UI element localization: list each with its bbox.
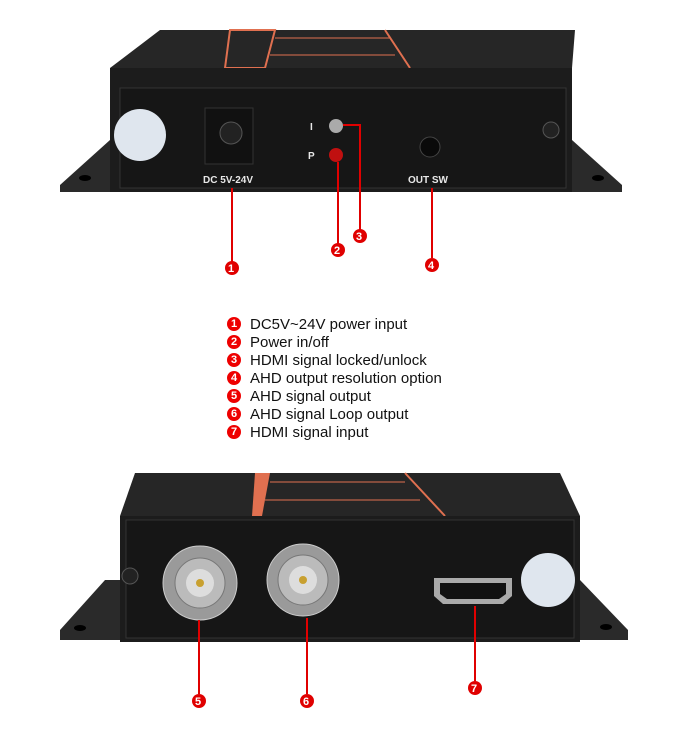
led-i-label: I [310,122,313,133]
svg-text:4: 4 [428,260,435,272]
legend-item: 1 DC5V~24V power input [227,315,442,333]
legend-number: 6 [227,407,241,421]
legend-text: HDMI signal locked/unlock [250,351,427,369]
screw-icon [542,121,560,139]
device-front-panel: DC 5V-24V I P OUT SW [60,29,622,192]
legend-text: HDMI signal input [250,423,369,441]
led-p-label: P [308,151,315,162]
legend-text: Power in/off [250,333,329,351]
callout-markers-top: 1 2 3 4 [225,229,439,275]
legend-item: 3 HDMI signal locked/unlock [227,351,442,369]
legend-number: 3 [227,353,241,367]
svg-text:1: 1 [228,263,234,275]
svg-text:6: 6 [303,696,309,708]
screw-icon [121,567,139,585]
legend-item: 7 HDMI signal input [227,423,442,441]
hdmi-input-port[interactable] [434,578,512,604]
out-sw-button[interactable] [419,136,441,158]
legend-number: 7 [227,425,241,439]
legend-text: AHD output resolution option [250,369,442,387]
callout-markers-bottom: 5 6 7 [192,681,482,708]
legend-text: DC5V~24V power input [250,315,408,333]
legend-text: AHD signal output [250,387,371,405]
callout-lines-bottom [198,606,476,694]
device-rear-panel [60,472,628,642]
legend-item: 6 AHD signal Loop output [227,405,442,423]
switch-label: OUT SW [408,175,449,186]
legend-text: AHD signal Loop output [250,405,409,423]
legend-number: 1 [227,317,241,331]
svg-text:5: 5 [195,696,201,708]
bnc-output-connector[interactable] [162,545,238,621]
led-p [329,148,343,162]
legend-number: 4 [227,371,241,385]
sticker [114,109,166,161]
legend-number: 2 [227,335,241,349]
svg-text:3: 3 [356,231,362,243]
legend-item: 4 AHD output resolution option [227,369,442,387]
legend-item: 2 Power in/off [227,333,442,351]
callout-lines-top [231,124,433,262]
led-i [329,119,343,133]
sticker [521,553,575,607]
svg-text:2: 2 [334,245,340,257]
legend-item: 5 AHD signal output [227,387,442,405]
svg-text:7: 7 [471,683,477,695]
power-jack[interactable] [204,107,254,165]
power-label: DC 5V-24V [203,175,253,186]
bnc-loop-connector[interactable] [266,543,340,617]
legend-number: 5 [227,389,241,403]
